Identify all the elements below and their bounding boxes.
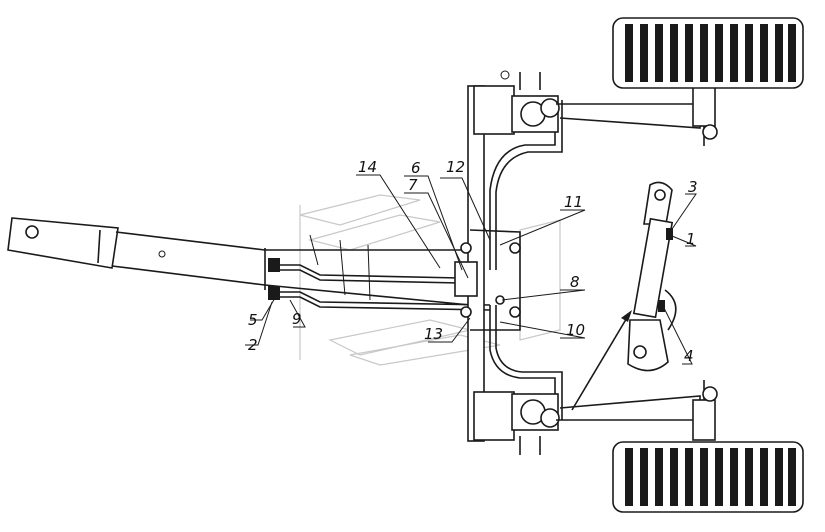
callout-9: 9 — [292, 310, 302, 328]
callout-7: 7 — [408, 176, 418, 194]
drawbar — [7, 217, 471, 306]
callout-6: 6 — [411, 159, 421, 177]
callout-12: 12 — [446, 158, 465, 176]
upper-wheel-assembly — [473, 17, 804, 146]
callout-13: 13 — [424, 325, 443, 343]
upper-tire-tread — [625, 24, 796, 82]
callout-8: 8 — [570, 273, 580, 291]
callout-10: 10 — [566, 321, 585, 339]
callout-5: 5 — [248, 311, 258, 329]
callout-1: 1 — [686, 230, 696, 248]
callout-labels: 14 6 7 12 11 8 10 13 5 2 9 3 1 4 — [248, 158, 698, 365]
cylinder-detail — [627, 181, 677, 372]
lower-tire-tread — [625, 448, 796, 506]
leader-lines — [245, 174, 697, 365]
callout-4: 4 — [684, 347, 694, 365]
callout-2: 2 — [248, 336, 258, 354]
lower-wheel-assembly — [473, 380, 804, 513]
detail-arrow — [571, 310, 632, 411]
callout-3: 3 — [688, 178, 698, 196]
callout-11: 11 — [564, 193, 583, 211]
axle-frame — [454, 85, 563, 442]
callout-14: 14 — [358, 158, 377, 176]
hose-couplings — [268, 234, 491, 311]
